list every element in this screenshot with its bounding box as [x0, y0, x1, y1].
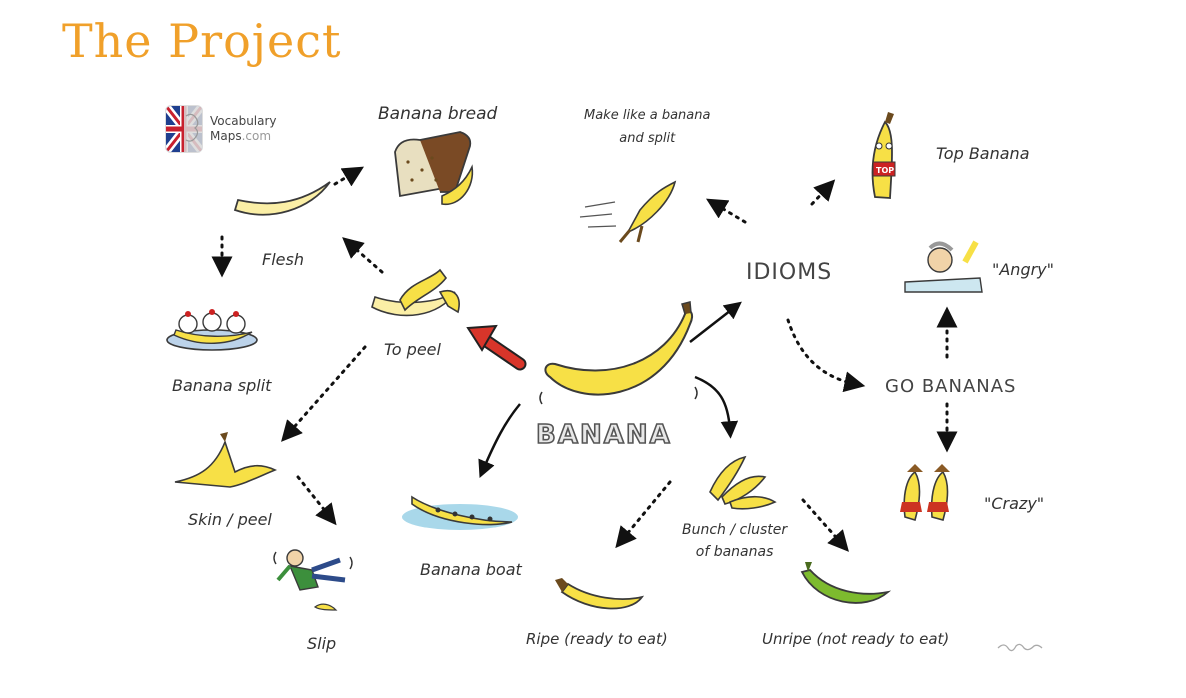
logo-line2: Maps	[210, 129, 242, 143]
vocabulary-maps-logo: Vocabulary Maps.com	[166, 106, 277, 152]
signature-icon	[997, 643, 1043, 652]
label-skin-peel: Skin / peel	[188, 510, 272, 529]
label-bunch-line2: of bananas	[695, 544, 774, 560]
label-go-bananas: GO BANANAS	[885, 376, 1017, 397]
label-banana-boat: Banana boat	[420, 560, 522, 579]
svg-text:TOP: TOP	[876, 166, 894, 175]
label-make-like: Make like a banana and split	[584, 108, 710, 146]
running-banana-icon	[579, 180, 677, 243]
logo-text: Vocabulary Maps.com	[210, 114, 277, 144]
label-top-banana: Top Banana	[936, 144, 1030, 163]
banana-icon	[539, 301, 698, 405]
label-make-like-line2: and split	[619, 131, 676, 146]
peeled-banana-icon	[371, 268, 460, 317]
label-unripe: Unripe (not ready to eat)	[762, 630, 950, 648]
label-slip: Slip	[307, 634, 337, 653]
logo-suffix: .com	[241, 129, 272, 143]
label-banana-split: Banana split	[172, 376, 272, 395]
label-to-peel: To peel	[384, 340, 441, 359]
label-banana-bread: Banana bread	[378, 104, 498, 124]
banana-bread-icon	[394, 131, 474, 205]
logo-line1: Vocabulary	[210, 114, 277, 128]
label-ripe: Ripe (ready to eat)	[526, 630, 668, 648]
ripe-banana-icon	[555, 578, 645, 610]
angry-person-icon	[904, 240, 983, 293]
solid-arrows	[478, 301, 742, 479]
diagram-drawing: TOP	[166, 112, 983, 611]
center-word: BANANA	[535, 419, 672, 451]
vocabulary-map: Vocabulary Maps.com	[150, 92, 1070, 692]
label-crazy: "Crazy"	[984, 494, 1045, 513]
banana-split-icon	[166, 309, 258, 351]
label-bunch: Bunch / cluster of bananas	[682, 522, 787, 560]
red-arrow	[466, 324, 527, 371]
flag-brain-icon	[166, 106, 202, 152]
page-title: The Project	[62, 14, 342, 68]
banana-bunch-icon	[709, 455, 777, 510]
label-angry: "Angry"	[992, 260, 1055, 279]
label-flesh: Flesh	[262, 250, 304, 269]
banana-skin-icon	[174, 432, 278, 488]
slipping-man-icon	[273, 549, 353, 611]
unripe-banana-icon	[800, 562, 892, 604]
label-bunch-line1: Bunch / cluster	[682, 522, 788, 538]
dancing-bananas-icon	[900, 464, 950, 522]
label-make-like-line1: Make like a banana	[584, 108, 711, 123]
banana-boat-icon	[402, 495, 518, 530]
banana-flesh-icon	[233, 181, 331, 216]
top-banana-icon: TOP	[871, 112, 896, 199]
dotted-arrows	[211, 166, 958, 552]
label-idioms: IDIOMS	[746, 260, 833, 285]
